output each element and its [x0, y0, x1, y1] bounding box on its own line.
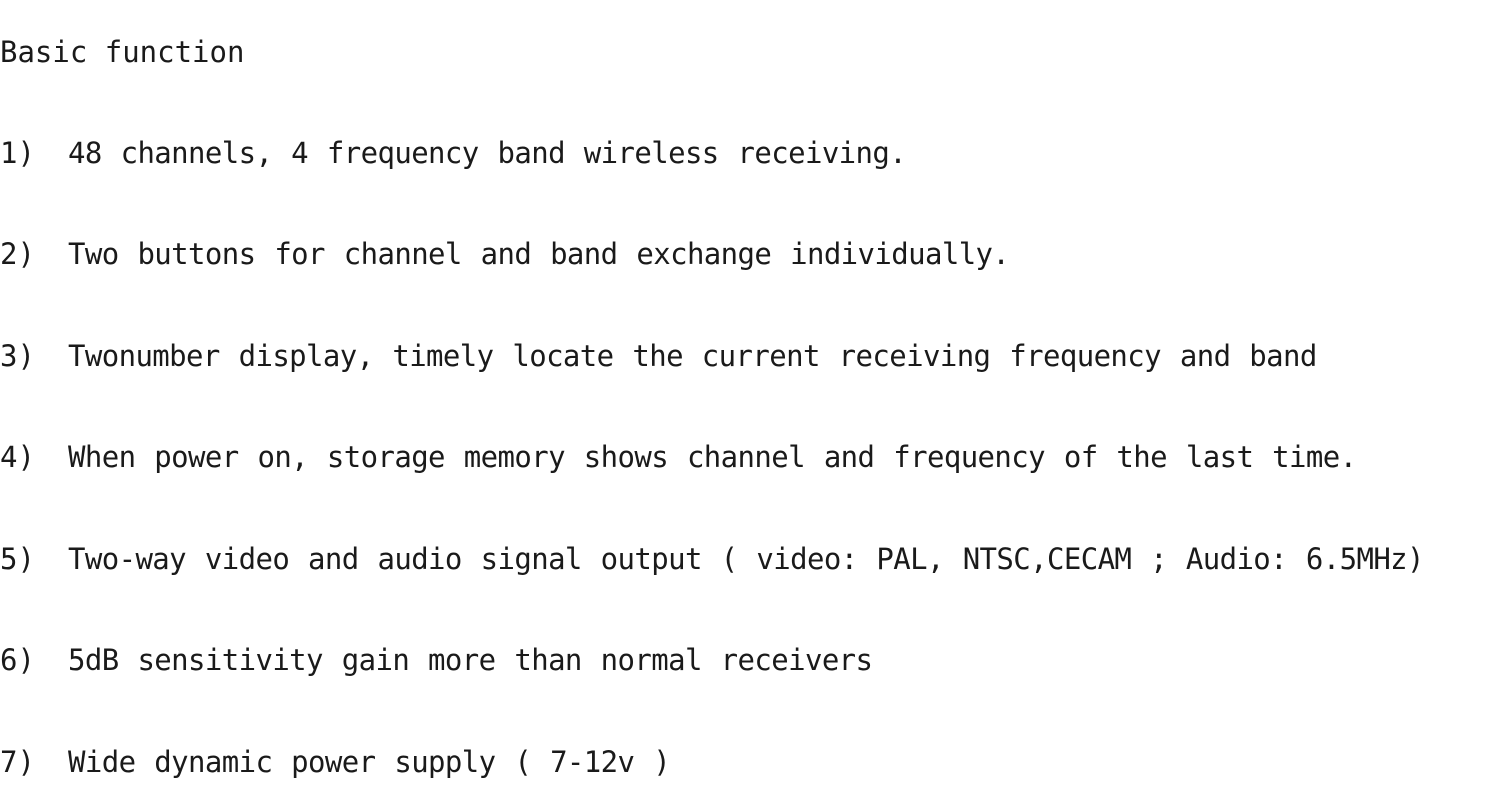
- list-item: 7) Wide dynamic power supply ( 7-12v ): [0, 740, 671, 784]
- list-item-text: Two-way video and audio signal output ( …: [68, 542, 1425, 576]
- list-item-number: 5): [0, 542, 35, 576]
- list-item: 1) 48 channels, 4 frequency band wireless…: [0, 131, 907, 175]
- list-item-number: 7): [0, 745, 35, 779]
- list-item: 2) Two buttons for channel and band excha…: [0, 232, 1010, 276]
- list-item-text: Two buttons for channel and band exchang…: [68, 237, 1010, 271]
- list-item-text: 48 channels, 4 frequency band wireless r…: [68, 136, 907, 170]
- list-item-number: 1): [0, 136, 35, 170]
- list-item-number: 4): [0, 440, 35, 474]
- section-heading: Basic function: [0, 35, 245, 69]
- list-item-text: Wide dynamic power supply ( 7-12v ): [68, 745, 671, 779]
- list-item-text: Twonumber display, timely locate the cur…: [68, 339, 1317, 373]
- list-item: 3) Twonumber display, timely locate the c…: [0, 334, 1317, 378]
- list-item-text: When power on, storage memory shows chan…: [68, 440, 1357, 474]
- list-item: 4) When power on, storage memory shows ch…: [0, 435, 1357, 479]
- list-item-number: 6): [0, 643, 35, 677]
- list-item: 5) Two-way video and audio signal output …: [0, 537, 1425, 581]
- list-item-number: 2): [0, 237, 35, 271]
- list-item-number: 3): [0, 339, 35, 373]
- list-item: 6) 5dB sensitivity gain more than normal …: [0, 638, 873, 682]
- list-item-text: 5dB sensitivity gain more than normal re…: [68, 643, 873, 677]
